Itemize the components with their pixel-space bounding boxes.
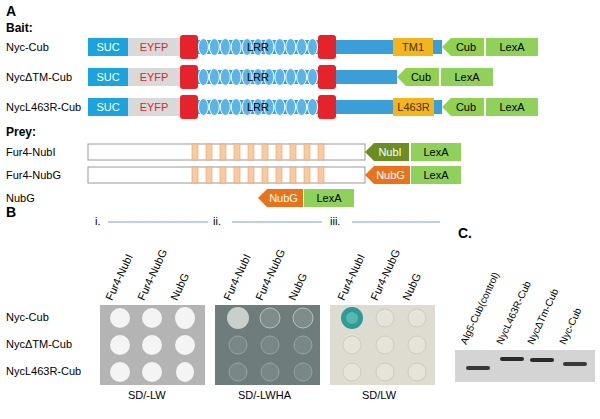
red-block (180, 95, 198, 119)
domain-label: EYFP (140, 72, 169, 83)
construct-name: NycΔTM-Cub (6, 71, 72, 83)
column-header: Fur4-NubG (253, 247, 287, 302)
construct-name: Nyc-Cub (6, 41, 49, 53)
panel-letter: C. (458, 226, 472, 241)
lexa-domain: LexA (411, 166, 461, 184)
lane-label: Nyc-Cub (557, 306, 583, 346)
medium-label: SD/-LW (128, 389, 166, 401)
red-block (318, 65, 336, 89)
cub-domain: Cub (442, 98, 484, 116)
domain-label: SUC (96, 102, 119, 113)
column-header: Fur4-NubI (103, 252, 135, 302)
domain-label: LexA (499, 42, 524, 53)
tm-domain: TM1 (393, 38, 433, 56)
domain-label: LRR (247, 42, 269, 53)
western-blot (455, 350, 595, 382)
domain-label: SUC (96, 42, 119, 53)
column-header: NubG (168, 271, 191, 302)
construct-name: Fur4-NubG (6, 169, 61, 181)
domain-label: LexA (423, 147, 448, 158)
panel-lines (108, 222, 440, 223)
column-header: Fur4-NubI (335, 252, 367, 302)
domain-label: LexA (499, 102, 524, 113)
panel-letter: A (6, 4, 16, 19)
lrr-domain: LRR (198, 38, 318, 56)
cub-domain: Cub (397, 68, 439, 86)
suc-domain: SUC (88, 98, 128, 116)
column-header: NubG (286, 271, 309, 302)
section-heading: Bait: (6, 22, 33, 35)
fur4-box (88, 167, 365, 183)
eyfp-domain: EYFP (128, 98, 180, 116)
medium-label: SD/LW (362, 389, 396, 401)
domain-label: LexA (316, 193, 341, 204)
subpanel-number: iii. (330, 215, 340, 227)
domain-label: Cub (456, 42, 476, 53)
domain-label: LRR (247, 102, 269, 113)
lexa-domain: LexA (304, 189, 354, 207)
domain-label: NubI (378, 147, 401, 158)
panel-letter: B (6, 205, 16, 220)
domain-label: Cub (456, 102, 476, 113)
row-label: NycΔTM-Cub (6, 338, 72, 350)
column-header: Fur4-NubG (135, 247, 169, 302)
red-block (180, 65, 198, 89)
eyfp-domain: EYFP (128, 68, 180, 86)
domain-label: EYFP (140, 42, 169, 53)
yeast-panel-ii (215, 305, 320, 385)
lexa-domain: LexA (441, 68, 493, 86)
column-header: NubG (400, 271, 423, 302)
red-block (318, 95, 336, 119)
column-header: Fur4-NubI (221, 252, 253, 302)
nubg-tag: NubG (365, 166, 410, 184)
yeast-panel-i (100, 305, 205, 385)
nubg-tag: NubG (258, 189, 303, 207)
domain-label: LRR (247, 72, 269, 83)
construct-name: NubG (6, 192, 35, 204)
lane-label: Alg5-Cub(control) (458, 270, 501, 346)
suc-domain: SUC (88, 38, 128, 56)
nubi-tag: NubI (365, 143, 409, 161)
lexa-domain: LexA (486, 38, 538, 56)
construct-name: Fur4-NubI (6, 146, 56, 158)
lexa-domain: LexA (486, 98, 538, 116)
red-block (180, 35, 198, 59)
domain-label: SUC (96, 72, 119, 83)
bait-domains (180, 35, 442, 119)
yeast-panel-iii (330, 305, 435, 385)
domain-label: Cub (411, 72, 431, 83)
lane-label: NycΔTm-Cub (525, 287, 560, 346)
red-block (318, 35, 336, 59)
column-header: Fur4-NubG (368, 247, 402, 302)
domain-label: EYFP (140, 102, 169, 113)
fur4-boxes (88, 144, 365, 183)
section-heading: Prey: (6, 126, 36, 139)
mutation-domain: L463R (393, 98, 434, 116)
medium-label: SD/-LWHA (238, 389, 291, 401)
domain-label: LexA (454, 72, 479, 83)
domain-label: L463R (397, 102, 429, 113)
lexa-domain: LexA (411, 143, 461, 161)
blue-bar (336, 100, 442, 114)
construct-name: NycL463R-Cub (6, 101, 81, 113)
suc-domain: SUC (88, 68, 128, 86)
cub-domain: Cub (442, 38, 484, 56)
blue-bar (336, 70, 397, 84)
domain-label: NubG (376, 170, 405, 181)
domain-label: TM1 (402, 42, 424, 53)
fur4-box (88, 144, 365, 160)
lrr-domain: LRR (198, 98, 318, 116)
lrr-domain: LRR (198, 68, 318, 86)
row-label: Nyc-Cub (6, 311, 49, 323)
subpanel-number: ii. (213, 215, 221, 227)
eyfp-domain: EYFP (128, 38, 180, 56)
domain-label: LexA (423, 170, 448, 181)
row-label: NycL463R-Cub (6, 365, 81, 377)
subpanel-number: i. (95, 215, 101, 227)
domain-label: NubG (269, 193, 298, 204)
